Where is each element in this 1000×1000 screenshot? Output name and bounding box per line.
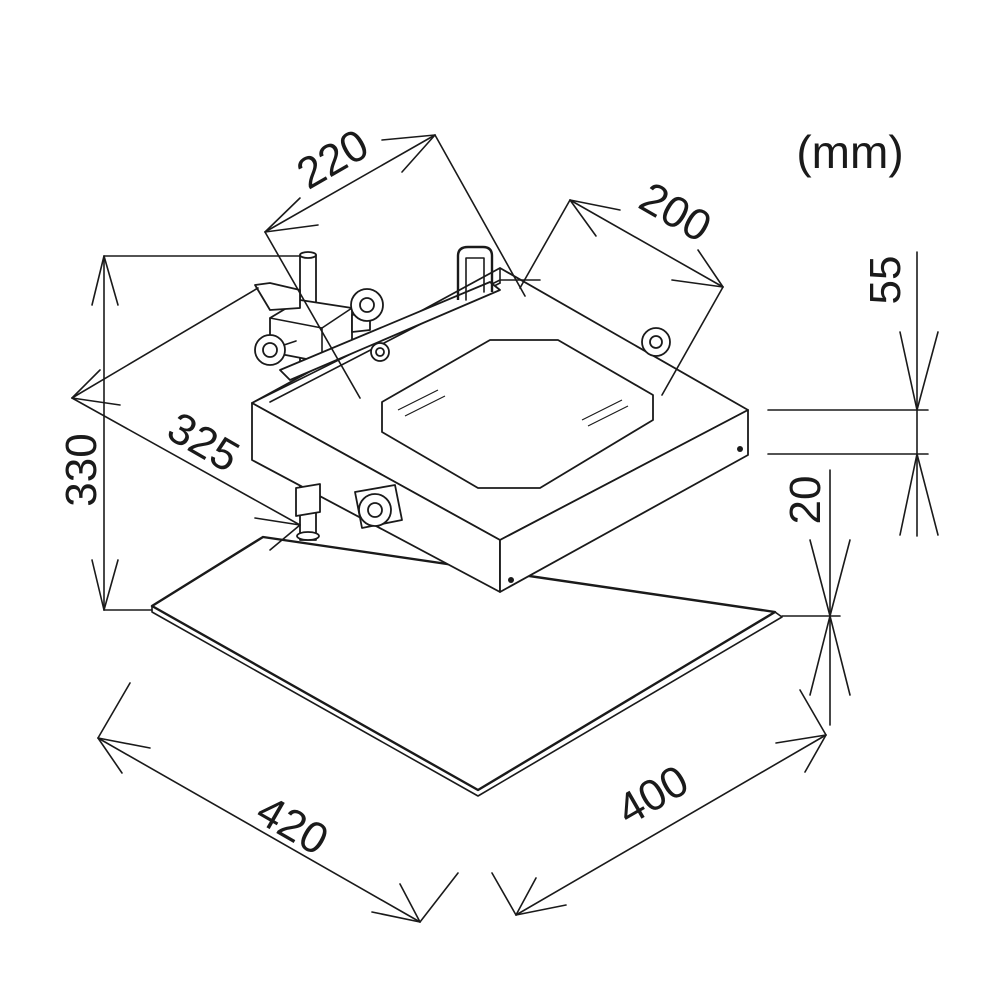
dim-line-220	[264, 134, 526, 399]
knob-rail	[370, 342, 390, 362]
dim-label-55: 55	[861, 256, 910, 305]
dim-line-325	[71, 287, 301, 551]
knob-top-left	[254, 334, 297, 366]
dim-label-400: 400	[609, 756, 697, 835]
dim-line-400	[491, 689, 827, 916]
dim-label-325: 325	[159, 403, 247, 482]
lower-collar	[295, 483, 321, 517]
knob-top-right	[350, 288, 384, 322]
dim-label-20: 20	[781, 476, 830, 525]
dim-label-200: 200	[631, 173, 719, 252]
dim-label-420: 420	[248, 786, 336, 865]
dim-line-55	[767, 251, 939, 537]
dim-label-220: 220	[289, 120, 377, 199]
dim-line-420	[97, 682, 459, 923]
dim-label-330: 330	[57, 433, 106, 506]
base-plate	[150, 535, 783, 797]
dim-line-20	[781, 469, 851, 726]
dim-line-330	[91, 255, 301, 611]
knob-right	[641, 327, 671, 357]
stage-window	[381, 339, 654, 489]
unit-label: (mm)	[796, 126, 903, 178]
knob-bottom	[354, 484, 403, 529]
dim-line-200	[519, 199, 724, 396]
